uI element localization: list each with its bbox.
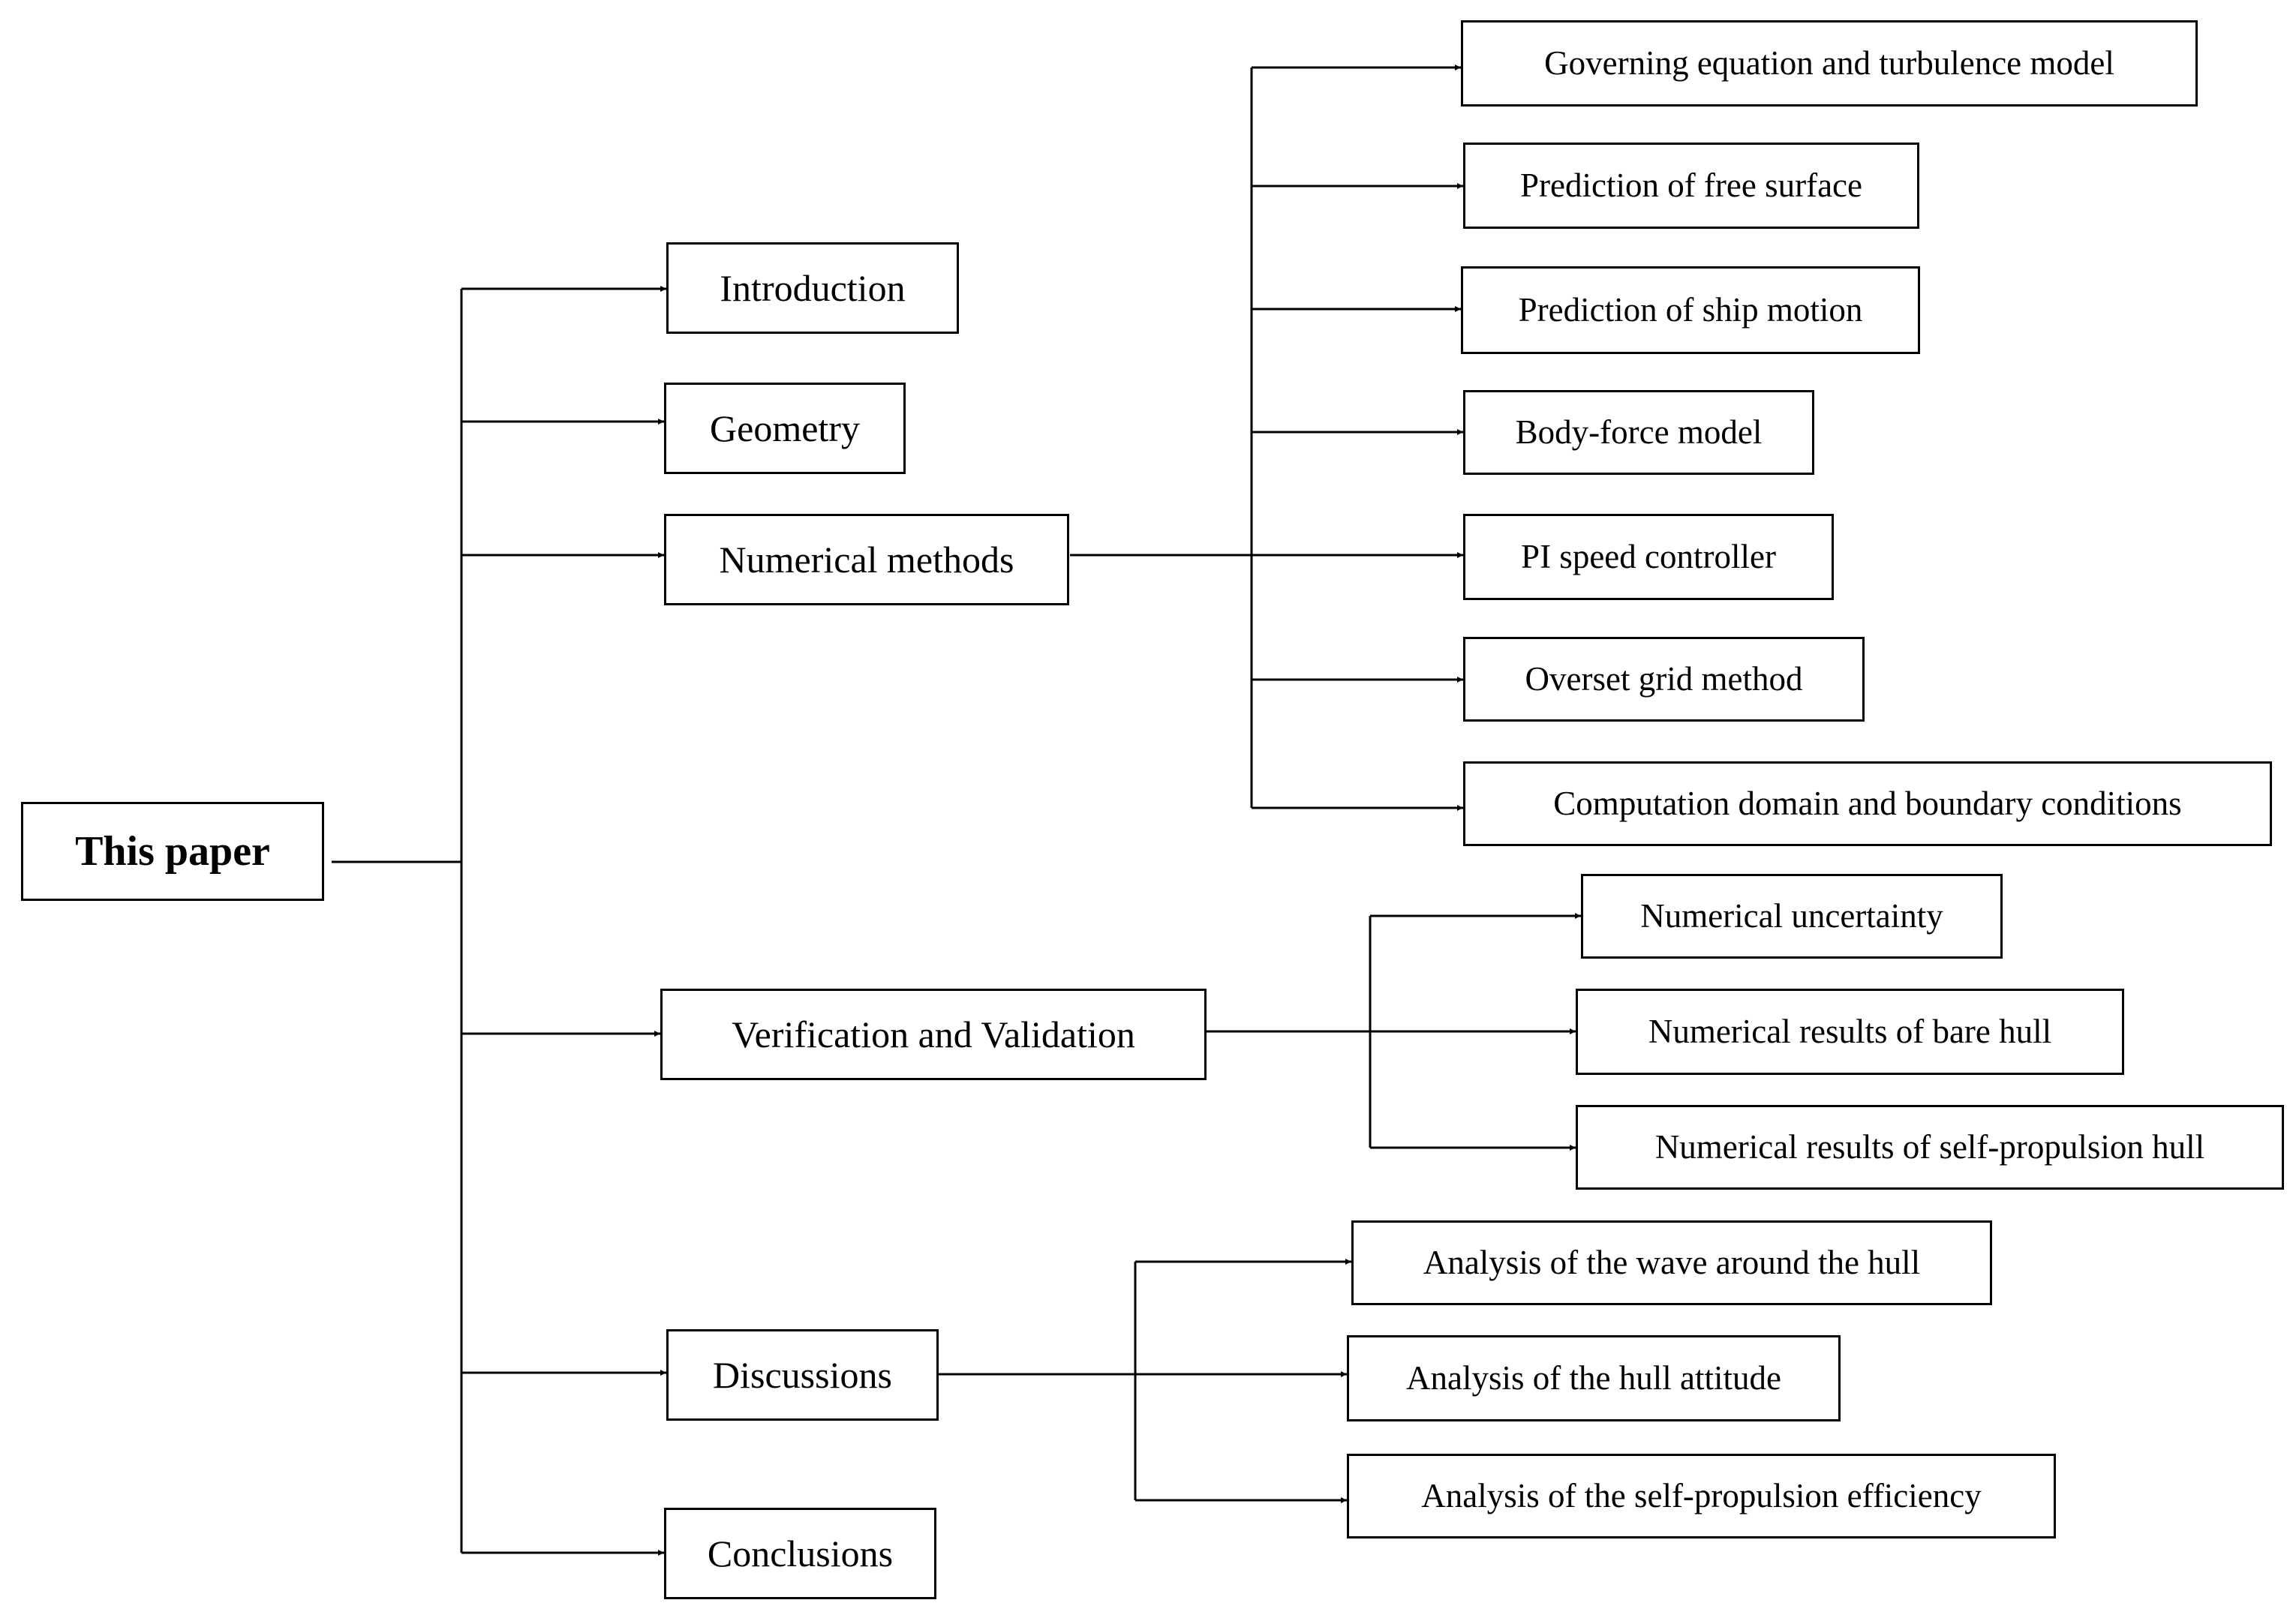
subsection-wave-around-hull: Analysis of the wave around the hull — [1351, 1220, 1992, 1305]
subsection-free-surface: Prediction of free surface — [1463, 143, 1919, 229]
root-node: This paper — [21, 802, 324, 901]
subsection-computation-domain: Computation domain and boundary conditio… — [1463, 761, 2272, 846]
subsection-ship-motion: Prediction of ship motion — [1461, 266, 1920, 354]
subsection-pi-speed-controller: PI speed controller — [1463, 514, 1834, 600]
section-geometry: Geometry — [664, 383, 906, 474]
section-numerical-methods: Numerical methods — [664, 514, 1069, 605]
section-conclusions: Conclusions — [664, 1508, 936, 1599]
subsection-overset-grid: Overset grid method — [1463, 637, 1865, 722]
section-verification-validation: Verification and Validation — [660, 989, 1207, 1080]
subsection-self-propulsion-hull: Numerical results of self-propulsion hul… — [1576, 1105, 2284, 1190]
subsection-bare-hull: Numerical results of bare hull — [1576, 989, 2124, 1075]
subsection-body-force-model: Body-force model — [1463, 390, 1814, 475]
section-discussions: Discussions — [666, 1329, 939, 1421]
subsection-hull-attitude: Analysis of the hull attitude — [1347, 1335, 1841, 1421]
subsection-self-propulsion-efficiency: Analysis of the self-propulsion efficien… — [1347, 1454, 2056, 1538]
subsection-numerical-uncertainty: Numerical uncertainty — [1581, 874, 2003, 959]
section-introduction: Introduction — [666, 242, 959, 334]
subsection-governing-equation: Governing equation and turbulence model — [1461, 20, 2198, 107]
